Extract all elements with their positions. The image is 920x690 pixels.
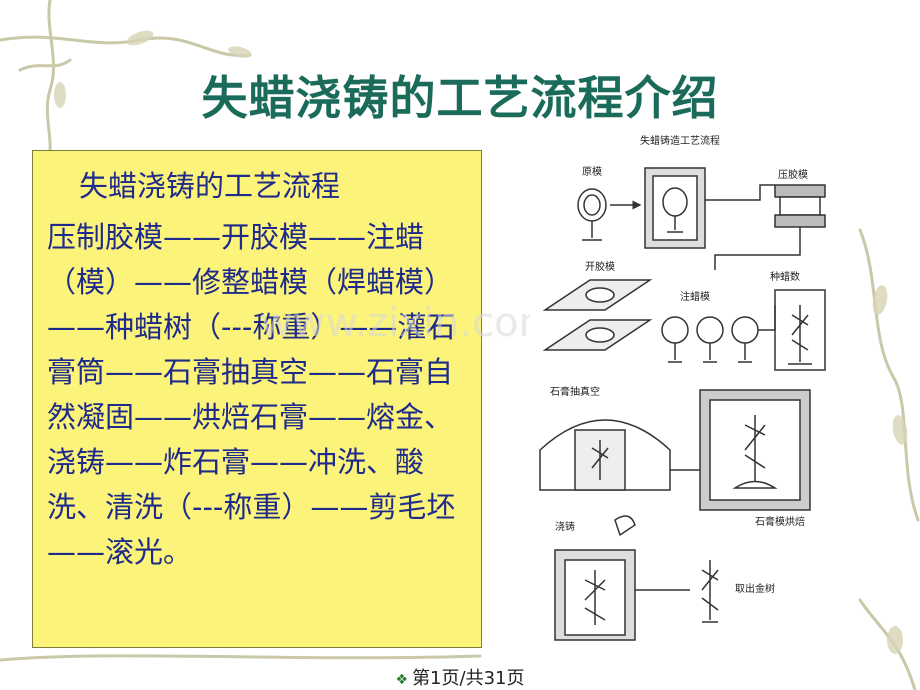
wax-inject-icon xyxy=(661,316,759,363)
pour-icon xyxy=(554,515,636,641)
slide-title: 失蜡浇铸的工艺流程介绍 xyxy=(201,71,719,125)
diamond-bullet-icon: ❖ xyxy=(395,672,409,688)
process-diagram: 失蜡铸造工艺流程 原模 压胶模 开胶模 xyxy=(530,130,830,650)
label-remove: 取出金树 xyxy=(735,582,775,595)
process-text-box: 失蜡浇铸的工艺流程 压制胶模——开胶模——注蜡（模）——修整蜡模（焊蜡模）——种… xyxy=(32,150,482,648)
box-heading: 失蜡浇铸的工艺流程 xyxy=(79,169,341,203)
label-press: 压胶模 xyxy=(778,168,808,181)
label-bake: 石膏模烘焙 xyxy=(755,515,805,528)
label-open: 开胶模 xyxy=(585,260,615,273)
label-inject: 注蜡模 xyxy=(680,290,710,303)
label-tree: 种蜡数 xyxy=(770,270,800,283)
label-vacuum: 石膏抽真空 xyxy=(550,385,600,398)
original-model-icon xyxy=(577,188,607,241)
bake-oven-icon xyxy=(699,389,811,511)
box-body: 压制胶模——开胶模——注蜡（模）——修整蜡模（焊蜡模）——种蜡树（---称重）—… xyxy=(47,220,456,569)
page-number: 第1页/共31页 xyxy=(412,668,525,689)
wax-tree-icon xyxy=(774,289,826,371)
label-original: 原模 xyxy=(582,166,602,178)
open-mold-icon xyxy=(542,279,653,351)
page-footer: ❖第1页/共31页 xyxy=(0,664,920,690)
gold-tree-icon xyxy=(701,560,719,623)
mold-box-icon xyxy=(644,167,706,249)
press-mold-icon xyxy=(774,184,826,228)
vacuum-icon xyxy=(539,419,671,491)
label-pour: 浇铸 xyxy=(555,520,575,533)
diagram-title: 失蜡铸造工艺流程 xyxy=(640,134,720,147)
diagram-svg: 失蜡铸造工艺流程 原模 压胶模 开胶模 xyxy=(530,130,830,650)
